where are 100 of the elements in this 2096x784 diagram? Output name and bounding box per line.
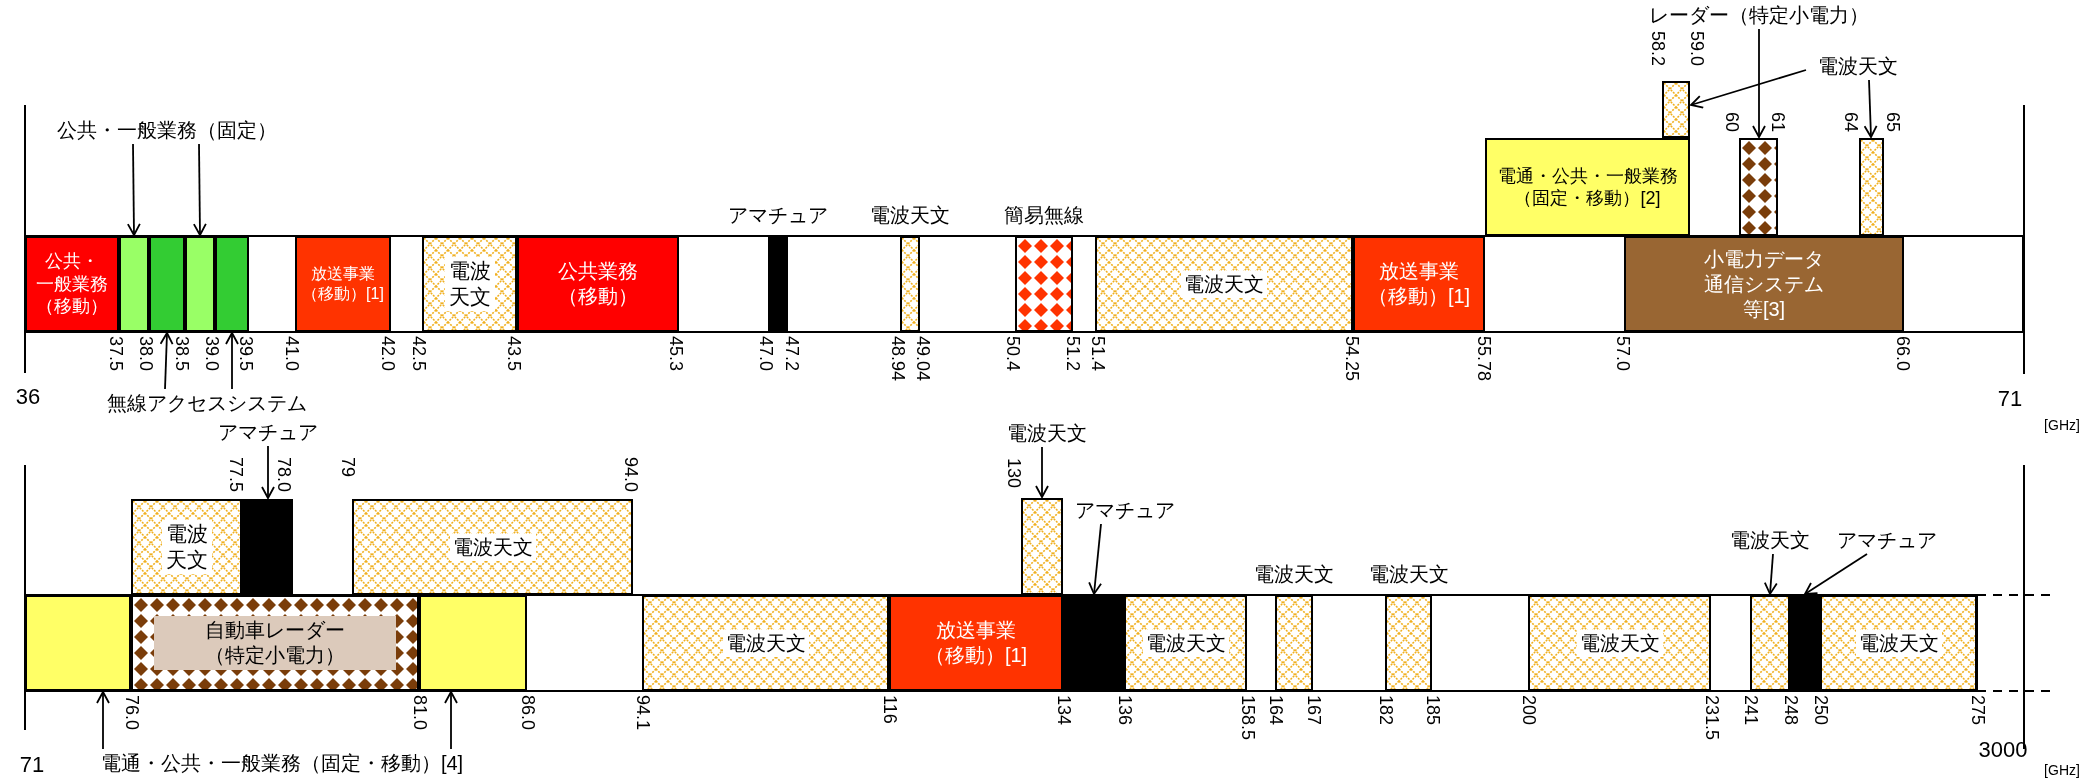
frequency-label: 51.4 bbox=[1086, 336, 1108, 372]
frequency-label: 136 bbox=[1113, 695, 1135, 726]
frequency-label: 47.0 bbox=[754, 336, 776, 372]
leader-arrow bbox=[261, 445, 275, 499]
frequency-label: 77.5 bbox=[224, 457, 246, 493]
band-label: 放送事業（移動）[1] bbox=[1366, 259, 1472, 309]
frequency-label: 37.5 bbox=[104, 336, 126, 372]
frequency-label: 158.5 bbox=[1236, 695, 1258, 741]
band-box bbox=[1820, 595, 1977, 691]
frequency-label: 76.0 bbox=[120, 695, 142, 731]
frequency-label: 248 bbox=[1779, 695, 1801, 726]
band-label: 電通・公共・一般業務（固定・移動）[2] bbox=[1496, 164, 1679, 210]
band-box bbox=[295, 236, 391, 332]
band-box bbox=[1021, 498, 1063, 595]
leader-arrow bbox=[159, 332, 174, 390]
callout-label: アマチュア bbox=[213, 419, 323, 445]
frequency-label: 42.0 bbox=[376, 336, 398, 372]
frequency-label: 39.0 bbox=[200, 336, 222, 372]
frequency-label: 275 bbox=[1966, 695, 1988, 726]
leader-arrow bbox=[1035, 446, 1049, 498]
band-box bbox=[131, 499, 242, 595]
leader-arrow bbox=[1088, 523, 1102, 595]
band-box bbox=[1750, 595, 1790, 691]
band-box bbox=[119, 236, 149, 332]
frequency-label: 78.0 bbox=[272, 457, 294, 493]
leader-arrow bbox=[1763, 553, 1778, 595]
frequency-label: 50.4 bbox=[1001, 336, 1023, 372]
frequency-label: 65 bbox=[1881, 112, 1903, 133]
band-label: 小電力データ通信システム等[3] bbox=[1703, 246, 1825, 322]
frequency-label: 60 bbox=[1720, 112, 1742, 133]
band-box bbox=[1624, 236, 1904, 332]
band-label: 公共業務（移動） bbox=[557, 259, 639, 309]
band-box bbox=[1063, 595, 1124, 691]
frequency-label: 241 bbox=[1739, 695, 1761, 726]
frequency-label: 59.0 bbox=[1685, 31, 1707, 67]
band-box bbox=[131, 595, 419, 691]
band-box bbox=[1485, 138, 1690, 236]
frequency-label: 94.0 bbox=[619, 457, 641, 493]
band-box bbox=[25, 595, 131, 691]
band-caption: 簡易無線 bbox=[1003, 203, 1085, 228]
frequency-label: 130 bbox=[1002, 458, 1024, 489]
frequency-label: 116 bbox=[878, 695, 900, 724]
callout-label: 電波天文 bbox=[997, 420, 1097, 446]
callout-label: 無線アクセスシステム bbox=[97, 390, 317, 416]
frequency-label: 42.5 bbox=[407, 336, 429, 372]
frequency-label: 38.0 bbox=[134, 336, 156, 372]
callout-label: 電波天文 bbox=[1808, 53, 1908, 79]
frequency-label: 49.04 bbox=[911, 336, 933, 382]
band-label: 電波天文 bbox=[1142, 629, 1229, 657]
frequency-label: 185 bbox=[1421, 695, 1443, 726]
band-box bbox=[185, 236, 215, 332]
band-caption: 電波天文 bbox=[869, 203, 951, 228]
band-box bbox=[1015, 236, 1073, 332]
frequency-label: 66.0 bbox=[1891, 336, 1913, 372]
band-label: 放送事業（移動）[1] bbox=[301, 264, 385, 304]
leader-arrow bbox=[1863, 79, 1878, 138]
band-box bbox=[1859, 138, 1884, 236]
frequency-label: 51.2 bbox=[1061, 336, 1083, 372]
band-box bbox=[242, 499, 293, 595]
frequency-label: 61 bbox=[1766, 112, 1788, 133]
frequency-label: 71 bbox=[1997, 386, 2023, 412]
band-label: 公共・一般業務（移動） bbox=[35, 250, 109, 318]
leader-arrow bbox=[127, 143, 141, 236]
leader-arrow bbox=[193, 143, 207, 236]
band-box bbox=[149, 236, 185, 332]
frequency-label: 231.5 bbox=[1700, 695, 1722, 741]
band-box bbox=[1095, 236, 1353, 332]
frequency-label: 39.5 bbox=[234, 336, 256, 372]
band-box bbox=[642, 595, 889, 691]
band-label: 自動車レーダー（特定小電力） bbox=[154, 616, 396, 670]
callout-label: アマチュア bbox=[1070, 497, 1180, 523]
band-box bbox=[1528, 595, 1711, 691]
frequency-label: 134 bbox=[1052, 695, 1074, 726]
band-box bbox=[1385, 595, 1432, 691]
frequency-label: 64 bbox=[1839, 112, 1861, 133]
band-box bbox=[352, 499, 633, 595]
band-box bbox=[1124, 595, 1247, 691]
frequency-label: 164 bbox=[1264, 695, 1286, 726]
band-box bbox=[25, 236, 119, 332]
frequency-label: 55.78 bbox=[1472, 336, 1494, 382]
callout-label: 電波天文 bbox=[1720, 527, 1820, 553]
band-label: 放送事業（移動）[1] bbox=[923, 618, 1029, 668]
band-box bbox=[889, 595, 1063, 691]
band-label: 電波天文 bbox=[449, 533, 536, 561]
frequency-label: 43.5 bbox=[502, 336, 524, 372]
frequency-label: 57.0 bbox=[1611, 336, 1633, 372]
band-box bbox=[1662, 81, 1690, 138]
band-label: 電波天文 bbox=[161, 519, 212, 575]
frequency-label: 167 bbox=[1302, 695, 1324, 726]
band-box bbox=[1275, 595, 1313, 691]
frequency-label: 94.1 bbox=[631, 695, 653, 731]
frequency-label: 79 bbox=[336, 457, 358, 478]
frequency-label: 3000 bbox=[1978, 737, 2028, 763]
frequency-label: 200 bbox=[1517, 695, 1539, 726]
band-box bbox=[422, 236, 517, 332]
frequency-label: 81.0 bbox=[408, 695, 430, 731]
band-label: 電波天文 bbox=[1855, 629, 1942, 657]
frequency-label: 58.2 bbox=[1646, 31, 1668, 67]
band-label: 電波天文 bbox=[444, 256, 495, 312]
band-label: 電波天文 bbox=[722, 629, 809, 657]
